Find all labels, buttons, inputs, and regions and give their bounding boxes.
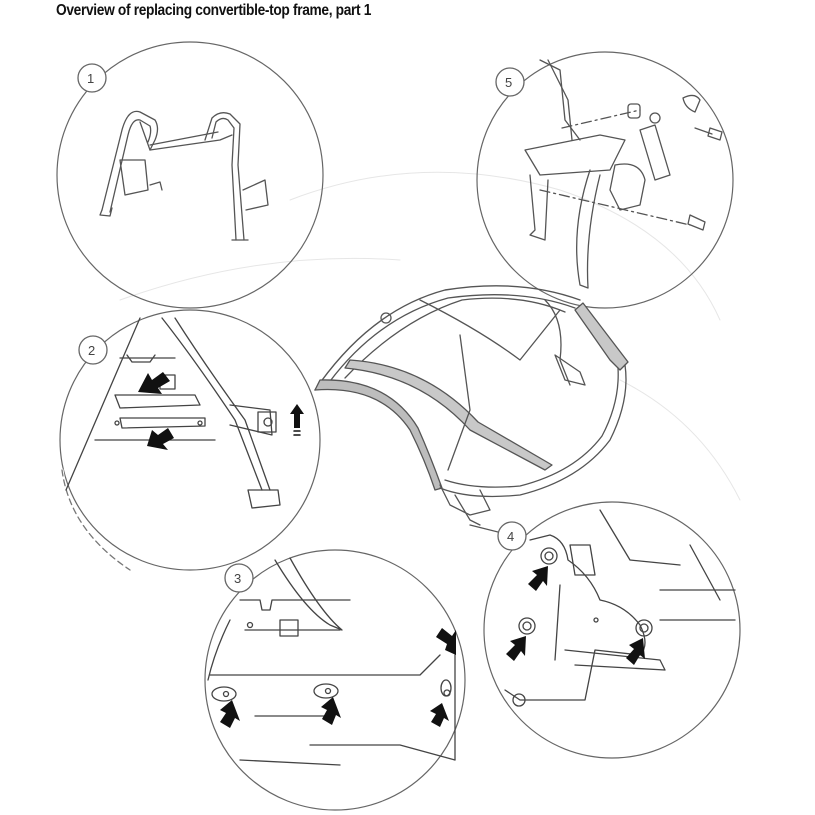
- callout-number-3: 3: [234, 571, 241, 586]
- arrow-icon: [138, 372, 170, 394]
- callout-4-hinge-bolts: 4: [469, 501, 741, 759]
- callout-3-frame-bolts: 3: [204, 549, 466, 811]
- arrow-icon: [626, 638, 645, 665]
- page-title: Overview of replacing convertible-top fr…: [56, 2, 372, 19]
- callout-5-seatbelt: 5: [476, 51, 734, 309]
- callout-number-5: 5: [505, 75, 512, 90]
- arrow-icons: [506, 566, 645, 665]
- background-car-sketch: [119, 171, 741, 501]
- arrow-icon: [436, 628, 456, 655]
- callout-1-rollbar: 1: [56, 41, 324, 309]
- callout-number-4: 4: [507, 529, 514, 544]
- arrow-up-icon: [290, 404, 304, 428]
- arrow-icon: [321, 697, 341, 725]
- convertible-top-frame: [314, 285, 629, 526]
- callout-number-2: 2: [88, 343, 95, 358]
- arrow-icon: [220, 700, 240, 728]
- arrow-icons: [138, 372, 304, 450]
- callout-number-1: 1: [87, 71, 94, 86]
- arrow-icon: [430, 703, 449, 727]
- arrow-icons: [220, 628, 456, 728]
- callout-2-frame-mount: 2: [59, 309, 321, 572]
- arrow-icon: [528, 566, 548, 591]
- arrow-icon: [506, 636, 526, 661]
- arrow-icon: [147, 428, 174, 450]
